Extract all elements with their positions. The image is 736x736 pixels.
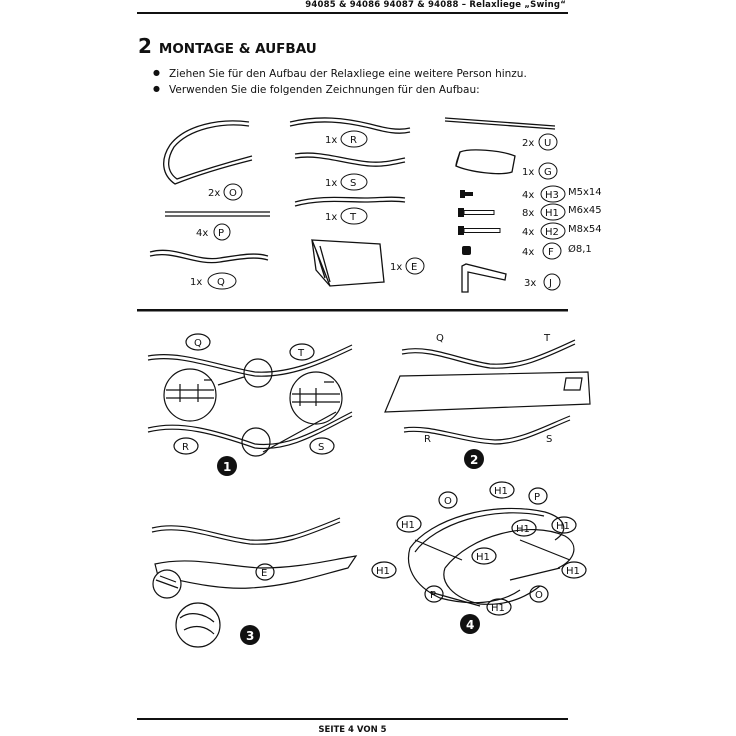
step-4-label: H1: [401, 520, 415, 531]
part-p-drawing: [165, 211, 270, 217]
part-o-qty: 2x: [208, 188, 220, 199]
part-t-code: T: [349, 212, 357, 223]
part-f-code: F: [548, 247, 554, 258]
part-q-qty: 1x: [190, 277, 202, 288]
step-2-drawing: [384, 339, 591, 445]
part-f-drawing: [462, 246, 471, 255]
header-rule: [137, 12, 568, 14]
step-2-label: S: [546, 434, 552, 445]
step-4-label: H1: [476, 552, 490, 563]
part-h2-code: H2: [545, 227, 559, 238]
page-number: SEITE 4 VON 5: [318, 725, 387, 735]
part-p-qty: 4x: [196, 228, 208, 239]
part-u-code: U: [544, 138, 551, 149]
step-1-label: T: [297, 348, 305, 359]
step-3-drawing: [151, 517, 358, 648]
part-o-drawing-edge: [168, 124, 253, 180]
part-h3-size: M5x14: [568, 187, 602, 198]
part-h3-drawing: [460, 190, 465, 198]
document-header: 94085 & 94086 94087 & 94088 – Relaxliege…: [305, 0, 566, 10]
part-h2-size: M8x54: [568, 224, 602, 235]
part-r-qty: 1x: [325, 135, 337, 146]
part-f-size: Ø8,1: [568, 243, 592, 255]
part-e-qty: 1x: [390, 262, 402, 273]
part-j-drawing: [461, 263, 507, 293]
part-g-drawing: [455, 149, 516, 175]
part-j-qty: 3x: [524, 278, 536, 289]
part-h1-code: H1: [545, 208, 559, 219]
section-title-text: MONTAGE & AUFBAU: [158, 41, 317, 57]
section-number: 2: [138, 34, 152, 58]
part-t-drawing: [294, 196, 406, 203]
step-2-label: Q: [436, 333, 444, 344]
part-h1-qty: 8x: [522, 208, 534, 219]
step-4-label: O: [535, 590, 543, 601]
step-4-label: H1: [376, 566, 390, 577]
step-4-badge: [460, 614, 480, 634]
part-h1-size: M6x45: [568, 205, 602, 216]
step-4-label: H1: [516, 524, 530, 535]
instruction-list: Ziehen Sie für den Aufbau der Relaxliege…: [153, 65, 527, 98]
part-u-drawing: [444, 117, 556, 130]
part-h3-code: H3: [545, 190, 559, 201]
step-4-number: 4: [466, 618, 474, 632]
footer-rule: [137, 718, 568, 720]
step-4-label: H1: [494, 486, 508, 497]
part-h1-drawing: [458, 208, 464, 217]
part-e-code: E: [411, 262, 417, 273]
part-h3-qty: 4x: [522, 190, 534, 201]
part-r-code: R: [350, 135, 357, 146]
part-h2-qty: 4x: [522, 227, 534, 238]
part-q-code: Q: [217, 277, 225, 288]
step-1-label: Q: [194, 338, 202, 349]
part-j-code: J: [548, 278, 552, 289]
step-4-label: P: [430, 590, 436, 601]
part-o-drawing: [163, 120, 253, 185]
part-g-code: G: [544, 167, 552, 178]
step-3-badge: [240, 625, 260, 645]
part-s-code: S: [350, 178, 356, 189]
step-2-badge: [464, 449, 484, 469]
step-4-label: P: [534, 492, 540, 503]
step-3-label: E: [261, 568, 267, 579]
step-4-label: H1: [556, 521, 570, 532]
instruction-item: Verwenden Sie die folgenden Zeichnungen …: [153, 81, 527, 98]
step-1-drawing: [147, 333, 353, 457]
part-h2-drawing: [458, 226, 464, 235]
part-f-qty: 4x: [522, 247, 534, 258]
step-1-label: S: [318, 442, 324, 453]
part-q-drawing: [149, 249, 269, 260]
part-s-drawing: [294, 152, 406, 163]
instruction-item: Ziehen Sie für den Aufbau der Relaxliege…: [153, 65, 527, 82]
step-4-label: H1: [566, 566, 580, 577]
section-divider: [137, 309, 568, 312]
step-2-label: T: [543, 333, 551, 344]
part-u-qty: 2x: [522, 138, 534, 149]
step-4-label: H1: [491, 603, 505, 614]
part-o-code-circle: [223, 183, 243, 201]
part-t-qty: 1x: [325, 212, 337, 223]
part-s-qty: 1x: [325, 178, 337, 189]
step-2-label: R: [424, 434, 431, 445]
parts-labels: 2x O 4x P 1x Q 1x R 1x S 1x T 1x E 2x U …: [190, 130, 602, 291]
section-title: 2 MONTAGE & AUFBAU: [138, 34, 317, 58]
step-1-badge: [217, 456, 237, 476]
step-4-drawing: [371, 481, 587, 616]
part-g-qty: 1x: [522, 167, 534, 178]
part-o-code: O: [229, 188, 237, 199]
step-1-number: 1: [223, 460, 231, 474]
part-e-drawing: [311, 239, 385, 287]
part-p-code: P: [218, 228, 224, 239]
step-3-number: 3: [246, 629, 254, 643]
step-1-label: R: [182, 442, 189, 453]
part-r-drawing: [289, 117, 411, 130]
step-4-label: O: [444, 496, 452, 507]
step-2-number: 2: [470, 453, 478, 467]
